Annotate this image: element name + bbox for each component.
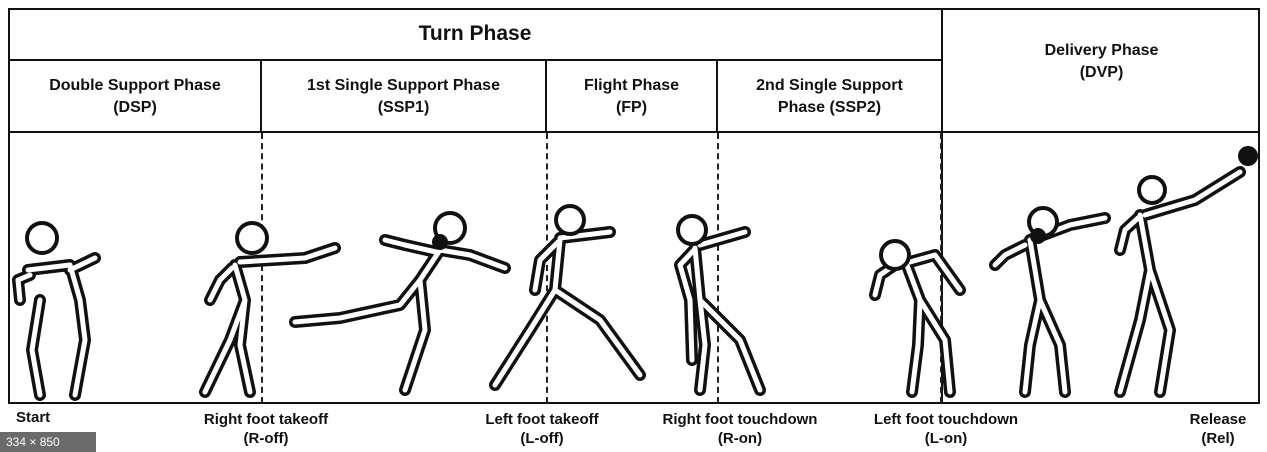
phase-ssp2-line2: Phase (SSP2) <box>777 99 882 116</box>
delivery-phase-line1: Delivery Phase <box>1044 42 1159 59</box>
event-r-off: Right foot takeoff (R-off) <box>185 410 347 448</box>
delivery-divider <box>941 8 943 404</box>
ssp1-fp-divider <box>545 59 547 132</box>
turn-phase-title: Turn Phase <box>8 10 942 58</box>
event-release-line2: (Rel) <box>1201 430 1235 447</box>
event-release: Release (Rel) <box>1178 410 1258 448</box>
image-size-badge: 334 × 850 <box>0 432 96 452</box>
figure-ssp1 <box>289 211 511 396</box>
phase-ssp1: 1st Single Support Phase (SSP1) <box>262 64 545 130</box>
figure-start <box>12 221 101 401</box>
phase-ssp2-line1: 2nd Single Support <box>756 77 903 94</box>
event-r-on-line1: Right foot touchdown <box>662 411 818 428</box>
fp-ssp2-divider <box>716 59 718 132</box>
event-r-off-line1: Right foot takeoff <box>203 411 329 428</box>
phase-dsp: Double Support Phase (DSP) <box>10 64 260 130</box>
delivery-phase-line2: (DVP) <box>1079 64 1124 81</box>
phase-fp-line1: Flight Phase <box>583 77 680 94</box>
r-off-dashed-line <box>261 133 263 403</box>
figure-r-on <box>674 214 766 396</box>
event-l-on: Left foot touchdown (L-on) <box>857 410 1035 448</box>
event-l-off-line1: Left foot takeoff <box>485 411 599 428</box>
phase-ssp2: 2nd Single Support Phase (SSP2) <box>718 64 941 130</box>
event-l-off-line2: (L-off) <box>520 430 564 447</box>
phase-ssp1-line1: 1st Single Support Phase <box>307 77 500 94</box>
delivery-phase-title: Delivery Phase (DVP) <box>943 40 1260 84</box>
event-l-on-line1: Left foot touchdown <box>873 411 1019 428</box>
header-bottom-rule <box>8 131 1260 133</box>
l-off-dashed-line <box>546 133 548 403</box>
figure-fp <box>489 204 646 391</box>
phase-ssp1-line2: (SSP1) <box>377 99 430 116</box>
figure-release <box>1114 146 1258 398</box>
event-r-on: Right foot touchdown (R-on) <box>640 410 840 448</box>
phase-fp: Flight Phase (FP) <box>547 64 716 130</box>
event-l-on-line2: (L-on) <box>924 430 968 447</box>
event-start-label: Start <box>16 409 51 426</box>
figure-l-on <box>869 239 966 398</box>
r-on-dashed-line <box>717 133 719 403</box>
phase-dsp-line1: Double Support Phase <box>49 77 221 94</box>
figure-dvp-1 <box>989 206 1111 398</box>
turn-phase-divider <box>8 59 942 61</box>
diagram-frame <box>8 8 1260 404</box>
event-r-off-line2: (R-off) <box>243 430 289 447</box>
event-l-off: Left foot takeoff (L-off) <box>467 410 617 448</box>
turn-phase-label: Turn Phase <box>418 22 532 45</box>
event-start: Start <box>16 408 50 427</box>
phase-dsp-line2: (DSP) <box>113 99 157 116</box>
event-release-line1: Release <box>1189 411 1247 428</box>
phase-fp-line2: (FP) <box>615 99 648 116</box>
dsp-ssp1-divider <box>260 59 262 132</box>
figure-r-off <box>199 221 341 398</box>
event-r-on-line2: (R-on) <box>717 430 763 447</box>
